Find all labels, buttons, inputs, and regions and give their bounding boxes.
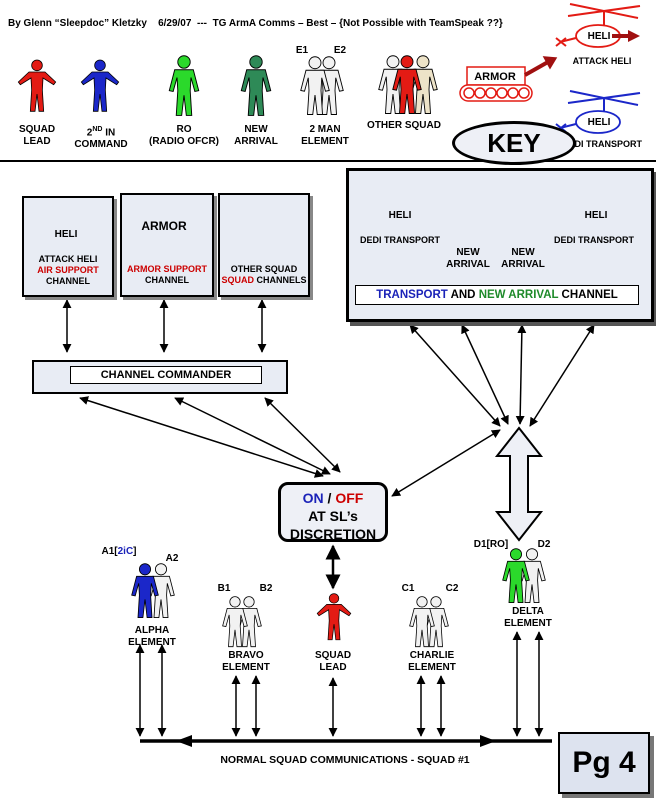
key-e1-label: E1 <box>295 45 309 56</box>
armor-support-channel-label: ARMOR SUPPORT CHANNEL <box>126 264 207 285</box>
squad-communications-label: NORMAL SQUAD COMMUNICATIONS - SQUAD #1 <box>220 754 470 766</box>
transport-to-discretion-arrow <box>391 429 501 497</box>
delta-d2-label: D2 <box>537 539 551 550</box>
transport-link-arrow-3 <box>515 324 527 425</box>
key-e2-label: E2 <box>333 45 347 56</box>
bravo-element-icon <box>222 596 262 648</box>
header-separator: --- <box>197 18 207 29</box>
commander-to-discretion-arrow-3 <box>264 397 341 473</box>
air-support-channel-box <box>22 196 114 297</box>
key-dedi-heli-text: HELI <box>587 117 611 128</box>
charlie-c1-label: C1 <box>401 583 415 594</box>
header-title: TG ArmA Comms – Best – {Not Possible wit… <box>212 18 503 29</box>
channel-links <box>62 299 595 590</box>
transport-dedi-left-label: DEDI TRANSPORT <box>359 235 440 245</box>
alpha-a1-label: A1[2iC] <box>101 546 137 557</box>
transport-link-arrow-2 <box>461 324 509 425</box>
charlie-c2-label: C2 <box>445 583 459 594</box>
channel-armor-text: ARMOR <box>141 219 187 233</box>
commander-to-discretion-arrow-1 <box>79 396 324 478</box>
key-ro-label: RO(RADIO OFCR) <box>149 124 219 147</box>
transport-heli-right-text: HELI <box>584 210 608 221</box>
channel-heli-text-visible: HELI <box>54 229 78 240</box>
date: 6/29/07 <box>158 18 192 29</box>
armor-key-icon <box>459 56 558 102</box>
alpha-a2-label: A2 <box>165 553 179 564</box>
key-attack-heli-text: HELI <box>587 31 611 42</box>
two-man-element-key-icon <box>300 56 344 115</box>
header-line: By Glenn “Sleepdoc” Kletzky 6/29/07 --- … <box>8 18 503 29</box>
page-number: Pg 4 <box>558 732 650 794</box>
air-support-channel-label: ATTACK HELI AIR SUPPORT CHANNEL <box>37 254 99 286</box>
delta-element-icon <box>502 548 546 604</box>
channel-commander-label: CHANNEL COMMANDER <box>70 366 262 384</box>
other-squad-channel-label: OTHER SQUAD SQUAD CHANNELS <box>221 264 307 285</box>
ro-key-icon <box>168 55 200 116</box>
key-badge: KEY <box>452 121 576 165</box>
charlie-element-icon <box>409 596 449 648</box>
key-dedi-transport-label: DEDI TRANSPORT <box>561 139 642 149</box>
transport-link-arrow-1 <box>409 324 501 427</box>
delta-d1-label: D1[RO] <box>473 539 509 550</box>
squad-bus-arrow-left <box>176 735 192 747</box>
squad-bus-links <box>135 631 544 737</box>
transport-channel-label: TRANSPORT AND NEW ARRIVAL CHANNEL <box>355 285 639 305</box>
attack-heli-key-icon <box>555 3 641 48</box>
other-squad-channel-box <box>218 193 310 297</box>
bravo-b1-label: B1 <box>217 583 231 594</box>
sl-discretion-box: ON / OFF AT SL’s DISCRETION <box>278 482 388 542</box>
key-2ic-label: 2ND IN COMMAND <box>74 126 128 151</box>
second-in-command-key-icon <box>80 59 120 112</box>
armor-support-channel-box <box>120 193 214 297</box>
new-arrival-key-icon <box>240 55 272 116</box>
transport-dedi-right-label: DEDI TRANSPORT <box>553 235 634 245</box>
bravo-b2-label: B2 <box>259 583 273 594</box>
key-attack-heli-label: ATTACK HELI <box>572 56 632 66</box>
key-armor-label: ARMOR <box>474 71 516 83</box>
squad-lead-key-icon <box>17 59 57 112</box>
key-other-squad-label: OTHER SQUAD <box>367 120 441 131</box>
author: By Glenn “Sleepdoc” Kletzky <box>8 18 147 29</box>
alpha-element-icon <box>131 563 175 619</box>
squad-bus-arrow-right <box>480 735 496 747</box>
delta-transport-double-arrow <box>494 426 544 542</box>
dedi-transport-key-icon <box>555 90 641 134</box>
other-squad-key-icon <box>378 55 438 114</box>
squad-lead-icon <box>316 593 352 641</box>
transport-heli-left-text: HELI <box>388 210 412 221</box>
transport-link-arrow-4 <box>529 324 595 427</box>
